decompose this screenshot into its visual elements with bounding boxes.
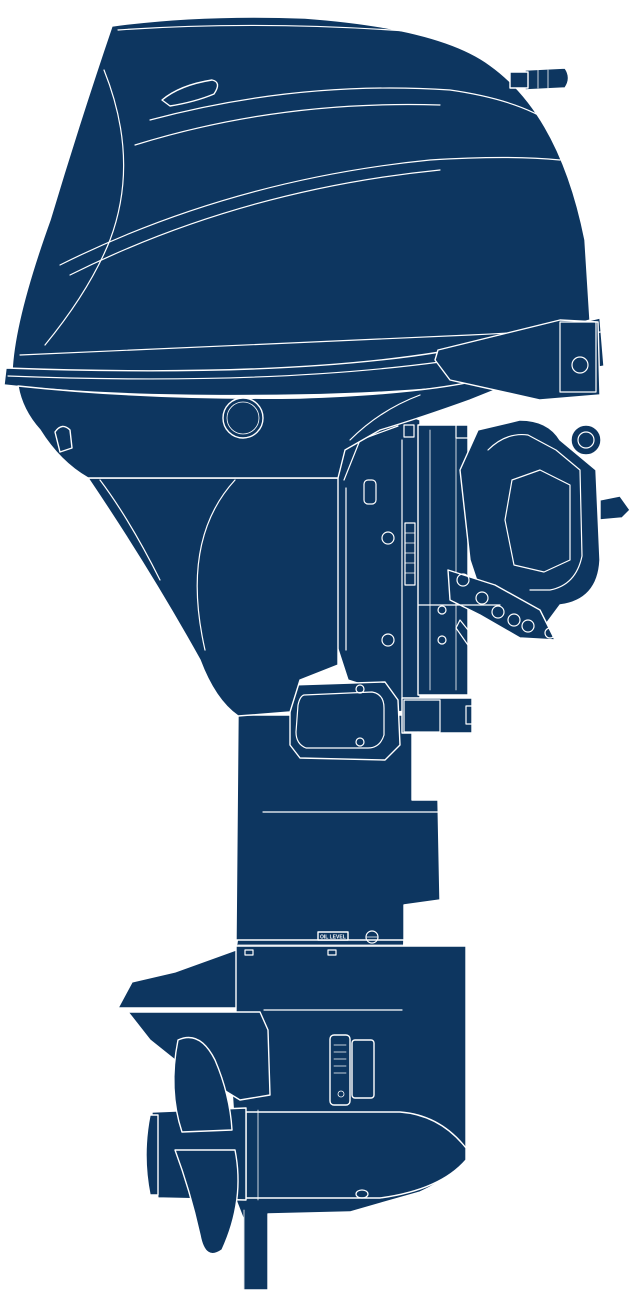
lower-unit: OIL	[117, 934, 467, 1291]
torpedo-housing	[245, 1111, 467, 1199]
water-intake-grille	[329, 1034, 351, 1106]
hood-vent	[161, 79, 219, 107]
lower-handle-bracket	[289, 681, 401, 761]
propeller-blade-lower	[174, 1149, 239, 1255]
rear-cowling-panel	[434, 319, 601, 401]
oil-level-plate-label: OIL LEVEL	[320, 935, 346, 941]
fuel-connector-port	[222, 397, 264, 439]
oil-level-plate	[317, 931, 349, 941]
lower-cowling	[87, 477, 377, 717]
cowling-hook	[54, 425, 73, 453]
midsection: OIL LEVEL	[235, 714, 485, 956]
pivot-bolt-upper	[381, 531, 395, 545]
pivot-bolt-lower	[381, 633, 395, 647]
trim-plate	[447, 569, 556, 641]
lower-cowling-body	[87, 477, 339, 717]
hood	[11, 16, 591, 374]
upper-cowling	[3, 16, 621, 479]
lower-mount-block	[401, 697, 473, 734]
water-intake-slot	[351, 1039, 375, 1099]
clamp-screw-head	[570, 424, 602, 456]
swivel-bracket	[334, 411, 421, 713]
driveshaft-housing	[235, 714, 441, 941]
mounting-bracket	[289, 404, 639, 791]
drain-plug	[355, 1189, 369, 1199]
cowling-latch-slot	[363, 479, 377, 505]
starter-grip-stem	[509, 71, 529, 89]
gear-oil-plate-label: OIL	[354, 1213, 362, 1219]
starter-grip	[524, 67, 570, 91]
steering-column	[417, 424, 469, 696]
propeller-nut	[145, 1114, 159, 1196]
gear-oil-plate	[351, 1211, 369, 1219]
clamp-screw-shaft	[599, 495, 631, 521]
propeller-blade-upper	[173, 1036, 233, 1133]
tilt-spring	[404, 522, 416, 586]
